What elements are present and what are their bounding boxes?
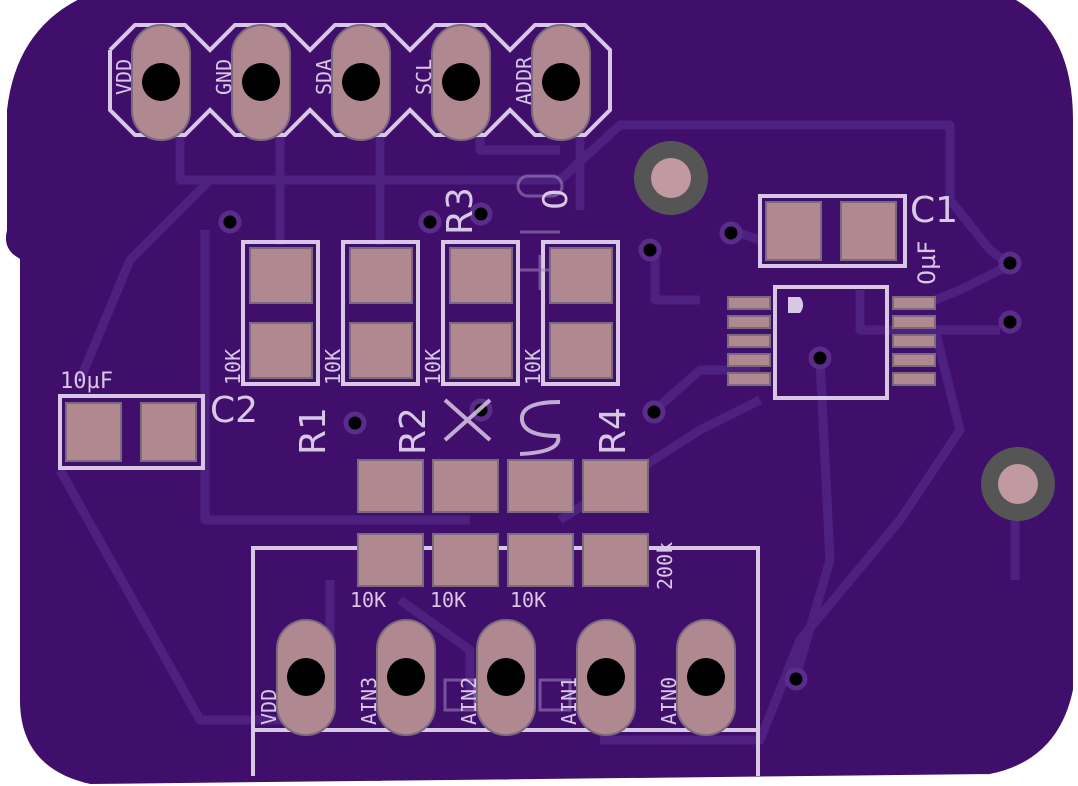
c2-ref: C2 (210, 390, 258, 431)
mount-hole-top (634, 141, 708, 215)
c1-pads (765, 201, 897, 261)
mount-hole-right (981, 447, 1055, 521)
top-pin-label-addr: ADDR (512, 56, 536, 105)
pin-ain2[interactable] (476, 619, 536, 736)
r2-ref: R2 (393, 407, 434, 455)
silkscreen-outlines (58, 23, 907, 776)
pin-ain3[interactable] (376, 619, 436, 736)
top-pin-label-sda: SDA (312, 59, 336, 95)
traces (56, 110, 1020, 745)
resistor-pads-top (249, 247, 613, 379)
top-pin-label-vdd: VDD (112, 59, 136, 95)
pin-vdd-bottom[interactable] (276, 619, 336, 736)
bottom-pin-label-ain2: AIN2 (457, 677, 481, 725)
rb2-value: 10K (430, 588, 466, 612)
ic-pads (727, 296, 936, 386)
c2-pads (65, 402, 197, 462)
ghost-labels (443, 174, 572, 712)
ghost-glyphs (443, 398, 561, 456)
r4-value: 10K (521, 349, 545, 385)
pin-addr-top[interactable] (531, 24, 591, 141)
top-header: VDD GND SDA SCL ADDR (112, 24, 591, 141)
bottom-pin-label-ain1: AIN1 (557, 677, 581, 725)
pin-ain0[interactable] (676, 619, 736, 736)
r3-ref: R3 (440, 187, 481, 235)
rb4-value: 200k (653, 542, 677, 590)
r4-ref: R4 (593, 407, 634, 455)
vias (218, 202, 1022, 691)
top-pin-label-scl: SCL (412, 59, 436, 95)
pin-vdd-top[interactable] (131, 24, 191, 141)
pin-ain1[interactable] (576, 619, 636, 736)
rb3-value: 10K (510, 588, 546, 612)
top-pin-label-gnd: GND (212, 59, 236, 95)
c1-ref: C1 (910, 190, 958, 231)
silkscreen-labels: C1 0µF C2 10µF R1 R2 R3 R4 10K 10K 10K 1… (60, 187, 958, 612)
resistor-pads-bottom (357, 459, 649, 587)
ic-pin1-marker (788, 297, 804, 313)
bottom-pin-label-vdd: VDD (257, 689, 281, 725)
bottom-pin-label-ain3: AIN3 (357, 677, 381, 725)
c2-value: 10µF (60, 369, 113, 394)
pin-gnd-top[interactable] (231, 24, 291, 141)
ic-label: 0 (536, 188, 576, 210)
c1-value: 0µF (913, 241, 941, 285)
r3-value: 10K (421, 349, 445, 385)
r1-ref: R1 (293, 407, 334, 455)
rb1-value: 10K (350, 588, 386, 612)
bottom-pin-label-ain0: AIN0 (657, 677, 681, 725)
r2-value: 10K (321, 349, 345, 385)
pin-sda-top[interactable] (331, 24, 391, 141)
r1-value: 10K (221, 349, 245, 385)
pin-scl-top[interactable] (431, 24, 491, 141)
bottom-header: VDD AIN3 AIN2 AIN1 AIN0 (257, 619, 736, 736)
